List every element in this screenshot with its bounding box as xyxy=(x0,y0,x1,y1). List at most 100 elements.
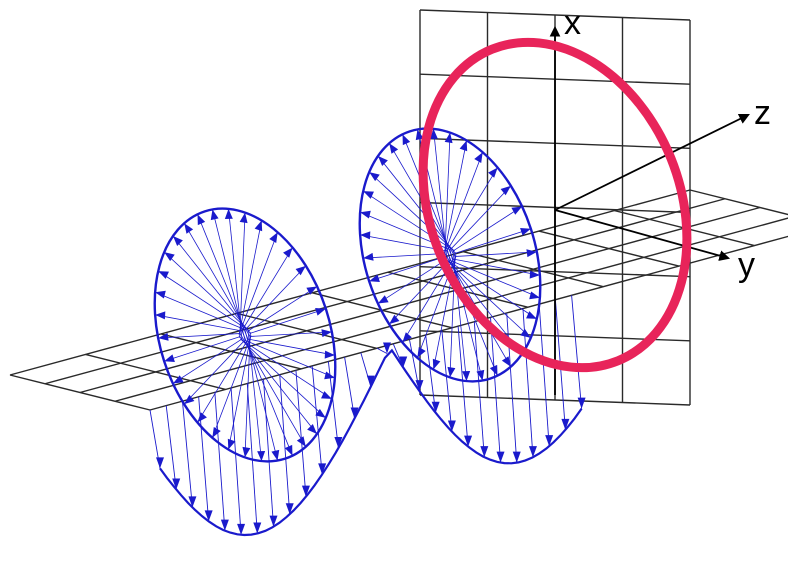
vector-arrowhead xyxy=(254,220,263,232)
field-vector xyxy=(245,265,307,330)
vector-arrowhead xyxy=(520,228,531,236)
field-vector xyxy=(240,338,327,419)
vector-arrowhead xyxy=(321,329,332,338)
field-vector xyxy=(522,308,534,458)
field-vector xyxy=(228,208,243,341)
vector-arrowhead xyxy=(239,212,248,224)
field-vector xyxy=(447,167,498,250)
vector-arrowhead xyxy=(511,206,523,215)
field-vector xyxy=(247,329,262,462)
field-vector xyxy=(165,405,177,490)
field-vector xyxy=(212,209,246,342)
vector-arrowhead xyxy=(224,208,233,220)
vector-arrowhead xyxy=(399,356,408,368)
vector-arrowhead xyxy=(369,172,380,182)
grid-line xyxy=(419,394,691,406)
vector-arrowhead xyxy=(480,446,489,458)
vector-arrowhead xyxy=(526,311,537,319)
z-axis-line xyxy=(554,113,750,211)
vector-arrowhead xyxy=(350,407,359,419)
y-axis-line xyxy=(554,209,731,261)
field-vector xyxy=(250,331,332,337)
vector-envelope xyxy=(159,348,583,537)
field-vector xyxy=(172,339,242,384)
vector-arrowhead xyxy=(545,435,554,447)
vector-arrowhead xyxy=(378,156,388,166)
vector-arrowhead xyxy=(285,503,294,515)
vector-arrowhead xyxy=(253,522,262,534)
vector-arrowhead xyxy=(444,132,453,144)
vector-arrowhead xyxy=(334,437,343,449)
grid-line xyxy=(689,189,788,216)
field-vector xyxy=(451,260,541,299)
vector-arrowhead xyxy=(242,446,251,458)
vector-arrowhead xyxy=(447,366,456,378)
vector-arrowhead xyxy=(173,236,183,246)
vector-arrowhead xyxy=(489,364,498,376)
vector-arrowhead xyxy=(429,128,438,140)
vector-cone xyxy=(153,207,337,463)
field-vector xyxy=(163,251,250,332)
vector-arrowhead xyxy=(360,231,371,240)
grid-line xyxy=(419,9,691,21)
vector-arrowhead xyxy=(210,209,219,221)
vector-arrowhead xyxy=(315,408,326,418)
vector-arrowhead xyxy=(431,401,440,413)
vector-arrowhead xyxy=(158,332,169,341)
axes: x z y xyxy=(549,4,771,395)
vector-arrowhead xyxy=(220,519,229,531)
field-vector xyxy=(363,253,445,259)
field-vector xyxy=(230,387,242,535)
field-vector xyxy=(311,365,323,475)
vector-arrowhead xyxy=(500,185,511,196)
field-vector xyxy=(444,152,484,252)
field-vector xyxy=(453,206,523,251)
vector-arrowhead xyxy=(526,249,537,258)
highlight-ellipse xyxy=(418,37,692,373)
vector-arrowhead xyxy=(417,347,426,358)
vector-arrowhead xyxy=(184,223,194,234)
field-vector xyxy=(455,228,531,254)
vector-arrowhead xyxy=(283,247,293,258)
vector-arrowhead xyxy=(301,485,310,497)
vector-arrowhead xyxy=(271,449,280,461)
field-vector xyxy=(197,340,248,423)
field-vector xyxy=(250,308,326,334)
vector-arrowhead xyxy=(212,427,221,438)
vector-arrowhead xyxy=(464,435,473,447)
field-vector xyxy=(157,270,248,330)
field-vector xyxy=(443,140,468,255)
vector-arrowhead xyxy=(520,328,531,338)
field-vector xyxy=(377,259,447,304)
vector-arrowhead xyxy=(172,478,181,490)
field-vector xyxy=(214,392,226,531)
vector-arrowhead xyxy=(366,375,375,387)
field-vector xyxy=(246,383,258,534)
vector-arrowhead xyxy=(415,129,424,141)
grid-line xyxy=(9,189,691,376)
vector-arrowhead xyxy=(164,252,175,262)
field-vector xyxy=(538,304,550,447)
grid-line xyxy=(114,217,788,402)
field-vector xyxy=(327,361,339,449)
field-vector xyxy=(172,235,252,335)
field-vectors xyxy=(149,127,586,537)
vector-arrowhead xyxy=(529,270,540,279)
vector-arrowhead xyxy=(462,370,471,382)
field-vector xyxy=(246,340,336,379)
field-vector xyxy=(506,312,518,463)
field-vector xyxy=(377,155,457,255)
z-axis-label: z xyxy=(754,94,771,132)
vector-arrowhead xyxy=(459,140,468,152)
field-vector xyxy=(449,252,456,378)
field-vector xyxy=(295,370,307,497)
vector-arrowhead xyxy=(257,450,266,462)
field-vector xyxy=(455,251,537,257)
field-vector xyxy=(238,335,318,435)
vector-arrowhead xyxy=(197,412,207,423)
vector-arrowhead xyxy=(369,274,380,282)
field-vector xyxy=(239,232,279,332)
field-vector xyxy=(447,260,538,320)
field-vector xyxy=(158,333,240,339)
vector-arrowhead xyxy=(363,252,374,261)
